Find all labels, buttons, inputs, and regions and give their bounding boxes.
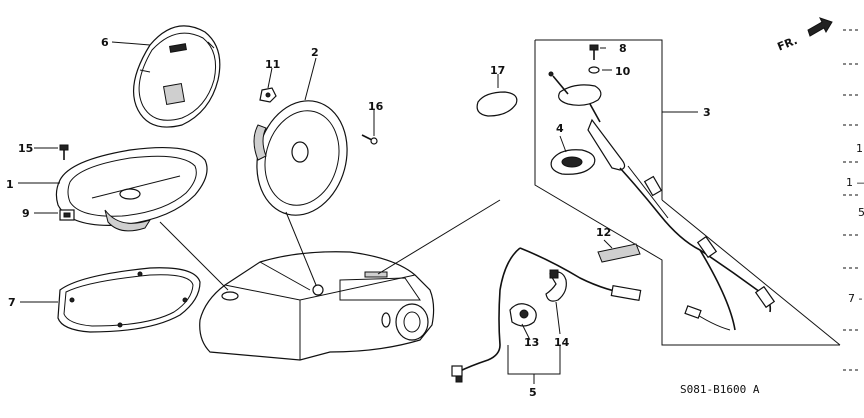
oval-speaker [55, 146, 208, 232]
washer-10 [588, 66, 600, 74]
antenna-amplifier [587, 103, 626, 171]
clip-9 [59, 209, 75, 221]
antenna-assembly-frame [534, 39, 841, 346]
callout-17: 17 [490, 64, 505, 77]
leader-lines-to-vehicle [159, 199, 501, 291]
callout-4: 4 [556, 122, 564, 135]
antenna-base [548, 71, 602, 106]
edge-fragment-4: 7 - [848, 292, 862, 305]
callout-12: 12 [596, 226, 611, 239]
callout-9: 9 [22, 207, 30, 220]
diagram-code: S081-B1600 A [680, 383, 760, 396]
screw-15 [59, 144, 69, 160]
speaker-grille [57, 267, 201, 333]
bolt-8 [589, 44, 599, 60]
front-direction-label: FR. [776, 34, 800, 54]
callout-8: 8 [619, 42, 627, 55]
edge-fragment-1: 1 [856, 142, 863, 155]
round-speaker [253, 100, 348, 216]
antenna-grommet [550, 149, 596, 175]
callout-2: 2 [311, 46, 319, 59]
antenna-feeder-cable [451, 247, 642, 383]
antenna-cable [619, 165, 776, 331]
speaker-cover-bracket [132, 25, 221, 128]
callout-5: 5 [529, 386, 537, 399]
callout-14: 14 [554, 336, 570, 349]
callout-bracket-5 [507, 345, 561, 384]
callout-16: 16 [368, 100, 384, 113]
vehicle-body [199, 251, 435, 361]
callout-6: 6 [101, 36, 109, 49]
callout-leaders [18, 41, 698, 341]
edge-fragment-3: 5 [858, 206, 864, 219]
callout-11: 11 [265, 58, 280, 71]
cable-clip-14 [545, 269, 567, 302]
right-edge-dashes [843, 29, 860, 371]
nut-11 [259, 87, 277, 103]
edge-fragment-2: 1 — [846, 176, 864, 189]
cable-clamp-13 [509, 303, 537, 327]
screw-16 [361, 134, 378, 145]
callout-1: 1 [6, 178, 14, 191]
callout-15: 15 [18, 142, 33, 155]
callout-10: 10 [615, 65, 631, 78]
antenna-pad [476, 80, 518, 117]
front-direction-arrow-icon [807, 17, 833, 37]
callout-13: 13 [524, 336, 539, 349]
callout-3: 3 [703, 106, 711, 119]
callout-7: 7 [8, 296, 16, 309]
antenna-plate [597, 243, 641, 263]
